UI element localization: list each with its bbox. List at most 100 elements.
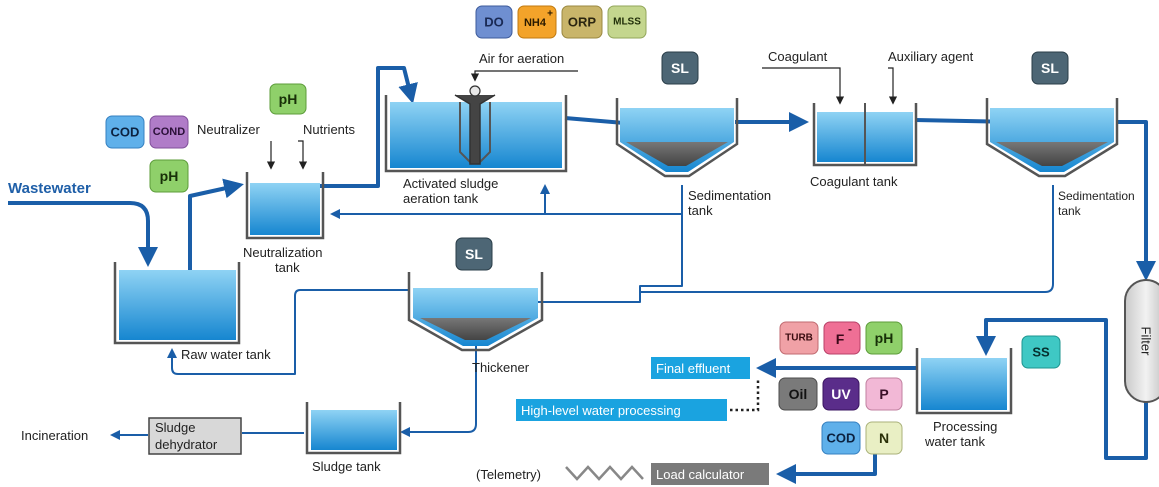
aeration-tank-label-1: Activated sludge: [403, 176, 498, 191]
svg-text:N: N: [879, 430, 889, 446]
coagulant-label: Coagulant: [768, 49, 828, 64]
pipe-sed2-to-filter: [1118, 120, 1156, 281]
neutralization-tank: [245, 172, 325, 240]
pipe-filter-to-processing: [976, 318, 1148, 460]
sludge-sed1-to-thickener: [526, 214, 683, 307]
coagulant-tank: [812, 103, 918, 167]
neutralization-tank-label-2: tank: [275, 260, 300, 275]
svg-text:P: P: [879, 386, 888, 402]
filter: Filter: [1124, 279, 1159, 403]
aeration-tank-label-2: aeration tank: [403, 191, 479, 206]
sludge-thickener-to-sludge-tank: [400, 342, 477, 437]
svg-text:COD: COD: [827, 431, 856, 446]
sedimentation-tank-2: [985, 98, 1119, 178]
nitrogen-sensor-badge: N: [865, 421, 903, 455]
sl-sensor-badge-thickener: SL: [455, 237, 493, 271]
svg-text:+: +: [547, 9, 553, 20]
turb-sensor-badge: TURB: [779, 321, 819, 355]
final-effluent-box: Final effluent: [651, 357, 750, 379]
telemetry-zigzag-icon: [565, 465, 644, 481]
fluoride-sensor-badge: F -: [823, 321, 861, 355]
telemetry-label: (Telemetry): [476, 467, 541, 482]
sludge-tank-label: Sludge tank: [312, 459, 381, 474]
coagulant-tank-label: Coagulant tank: [810, 174, 898, 189]
pipe-wastewater-inlet: [8, 201, 158, 267]
svg-text:pH: pH: [279, 91, 298, 107]
load-calculator-box: Load calculator: [651, 463, 769, 485]
neutralization-tank-label-1: Neutralization: [243, 245, 323, 260]
svg-text:SL: SL: [1041, 60, 1059, 76]
processing-water-tank-label-2: water tank: [924, 434, 985, 449]
processing-water-tank-label-1: Processing: [933, 419, 997, 434]
chemical-arrows: [266, 67, 898, 170]
svg-text:-: -: [848, 322, 852, 336]
sludge-dehydrator: Sludge dehydrator: [148, 417, 242, 455]
svg-text:ORP: ORP: [568, 15, 597, 30]
high-level-processing-label: High-level water processing: [521, 403, 681, 418]
do-sensor-badge: DO: [475, 5, 513, 39]
uv-sensor-badge: UV: [822, 377, 860, 411]
raw-water-tank: [113, 262, 241, 345]
filter-label: Filter: [1139, 327, 1154, 357]
sl-sensor-badge-sed2: SL: [1031, 51, 1069, 85]
final-effluent-label: Final effluent: [656, 361, 731, 376]
svg-text:MLSS: MLSS: [613, 17, 641, 28]
svg-text:SL: SL: [465, 246, 483, 262]
ph-sensor-badge-neutralization: pH: [269, 83, 307, 115]
sludge-thickener-to-raw: [167, 289, 410, 375]
processing-water-tank: [915, 348, 1013, 415]
cod-sensor-badge-processing: COD: [821, 421, 861, 455]
sedimentation-tank-2-label-1: Sedimentation: [1058, 189, 1135, 203]
sludge-return-to-neutralization: [330, 185, 683, 219]
sensor-badges: DO NH4 + ORP MLSS pH COD C: [105, 5, 1069, 455]
cod-sensor-badge-raw: COD: [105, 115, 145, 149]
air-diffuser-icon: [469, 85, 481, 97]
phosphorus-sensor-badge: P: [865, 377, 903, 411]
svg-text:COD: COD: [111, 125, 140, 140]
thickener: [407, 272, 544, 352]
ph-sensor-badge-raw: pH: [149, 159, 189, 193]
load-calculator-label: Load calculator: [656, 467, 745, 482]
incineration-label: Incineration: [21, 428, 88, 443]
nutrients-label: Nutrients: [303, 122, 356, 137]
air-for-aeration-label: Air for aeration: [479, 51, 564, 66]
raw-water-tank-label: Raw water tank: [181, 347, 271, 362]
svg-text:SS: SS: [1032, 345, 1050, 360]
svg-text:pH: pH: [875, 330, 894, 346]
neutralizer-label: Neutralizer: [197, 122, 261, 137]
sedimentation-tank-2-label-2: tank: [1058, 204, 1082, 218]
ss-sensor-badge: SS: [1021, 335, 1061, 369]
sludge-tank: [305, 402, 402, 455]
orp-sensor-badge: ORP: [561, 5, 603, 39]
svg-text:COND: COND: [153, 126, 185, 138]
sludge-dehydrator-label-1: Sludge: [155, 420, 195, 435]
svg-text:pH: pH: [160, 168, 179, 184]
sedimentation-tank-1-label-1: Sedimentation: [688, 188, 771, 203]
high-level-dotted-link: [730, 380, 760, 412]
svg-text:DO: DO: [484, 15, 504, 30]
svg-text:NH4: NH4: [524, 17, 547, 29]
sedimentation-tank-1: [615, 98, 739, 178]
sedimentation-tank-1-label-2: tank: [688, 203, 713, 218]
mlss-sensor-badge: MLSS: [607, 5, 647, 39]
oil-sensor-badge: Oil: [778, 377, 818, 411]
pipe-neutralization-to-aeration: [320, 66, 418, 188]
svg-text:UV: UV: [831, 386, 851, 402]
thickener-label: Thickener: [472, 360, 530, 375]
pipe-raw-to-neutralization: [188, 178, 244, 270]
aeration-tank: [384, 85, 568, 173]
svg-text:Oil: Oil: [789, 386, 808, 402]
pipes: [8, 66, 1156, 484]
high-level-processing-box: High-level water processing: [516, 380, 760, 421]
sl-sensor-badge-sed1: SL: [661, 51, 699, 85]
sludge-sed2-to-thickener: [640, 185, 1054, 293]
auxiliary-agent-label: Auxiliary agent: [888, 49, 974, 64]
cond-sensor-badge: COND: [149, 115, 189, 149]
nh4-sensor-badge: NH4 +: [517, 5, 557, 39]
sludge-dehydrator-label-2: dehydrator: [155, 437, 218, 452]
svg-text:F: F: [836, 331, 845, 347]
ph-sensor-badge-processing: pH: [865, 321, 903, 355]
sludge-lines: [110, 184, 1054, 440]
svg-text:TURB: TURB: [785, 333, 813, 344]
